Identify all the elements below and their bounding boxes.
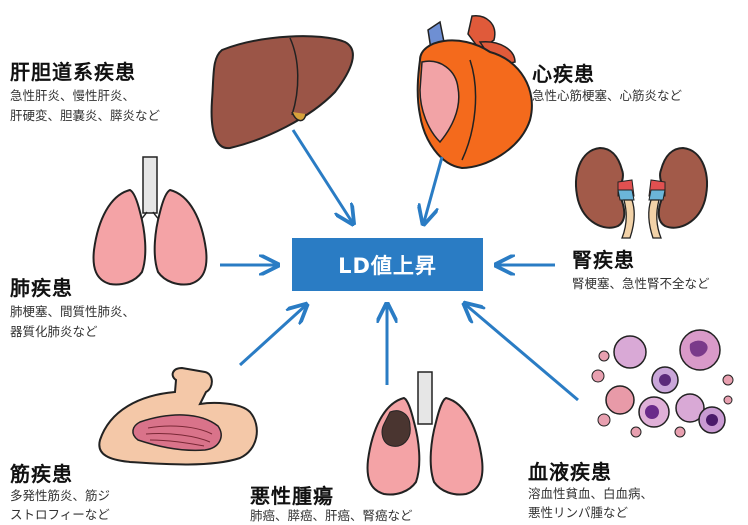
arrow-liver [293, 130, 352, 222]
tumor-desc-1: 肺癌、膵癌、肝癌、腎癌など [250, 506, 413, 525]
kidney-desc-1: 腎梗塞、急性腎不全など [572, 274, 710, 294]
center-box: LD値上昇 [292, 238, 483, 291]
arm-muscle-icon [99, 368, 257, 465]
blood-desc-2: 悪性リンパ腫など [528, 503, 628, 523]
blood-title: 血液疾患 [528, 456, 612, 485]
heart-desc-1: 急性心筋梗塞、心筋炎など [532, 86, 682, 106]
lung-desc-2: 器質化肺炎など [10, 322, 98, 342]
center-label: LD値上昇 [338, 250, 437, 280]
lung-title: 肺疾患 [10, 272, 73, 301]
muscle-desc-1: 多発性筋炎、筋ジ [10, 486, 110, 506]
liver-title: 肝胆道系疾患 [10, 56, 136, 85]
lung-desc-1: 肺梗塞、間質性肺炎、 [10, 302, 135, 322]
kidney-title: 腎疾患 [572, 244, 635, 273]
tumor-title: 悪性腫瘍 [250, 480, 334, 509]
arrow-heart [424, 157, 442, 222]
lungs-icon [94, 157, 207, 285]
arrow-blood [466, 305, 578, 400]
blood-cells-icon [592, 330, 733, 437]
heart-title: 心疾患 [532, 58, 595, 87]
liver-desc-1: 急性肝炎、慢性肝炎、 [10, 86, 135, 106]
heart-icon [418, 16, 532, 168]
muscle-title: 筋疾患 [10, 458, 73, 487]
kidneys-icon [576, 148, 707, 238]
arrow-muscle [240, 306, 305, 365]
blood-desc-1: 溶血性貧血、白血病、 [528, 484, 653, 504]
liver-icon [212, 36, 353, 148]
liver-desc-2: 肝硬変、胆嚢炎、膵炎など [10, 106, 160, 126]
tumor-lungs-icon [368, 372, 483, 495]
muscle-desc-2: ストロフィーなど [10, 505, 110, 525]
